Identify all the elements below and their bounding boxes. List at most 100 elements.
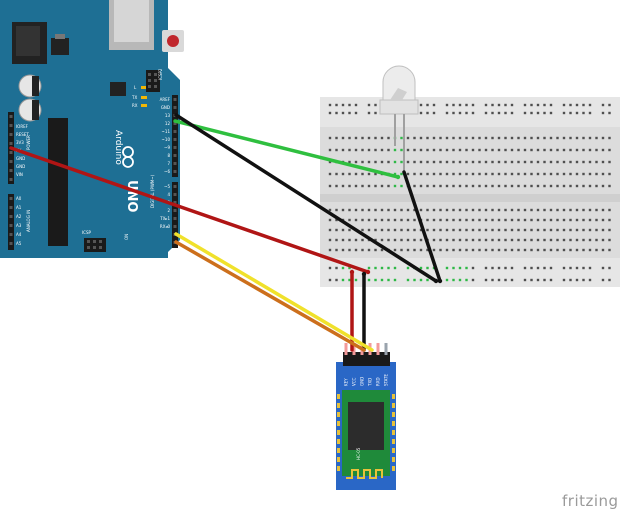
breadboard-hole <box>575 160 579 164</box>
breadboard-hole <box>419 103 423 107</box>
breadboard-hole <box>484 172 488 176</box>
breadboard-hole <box>452 136 455 140</box>
breadboard-hole <box>328 266 332 270</box>
breadboard-hole <box>432 103 436 107</box>
breadboard-hole <box>419 266 423 270</box>
header-pin <box>9 206 13 209</box>
breadboard-hole <box>361 136 364 140</box>
breadboard-hole <box>530 184 533 188</box>
module-pad <box>337 466 340 471</box>
breadboard-hole <box>549 266 553 270</box>
breadboard-hole <box>348 228 351 232</box>
breadboard-hole <box>588 160 592 164</box>
breadboard-hole <box>549 184 553 188</box>
header-pin <box>9 133 13 136</box>
module-pin <box>376 343 380 355</box>
breadboard-hole <box>406 248 410 252</box>
breadboard-hole <box>530 208 533 212</box>
breadboard-hole <box>601 172 605 176</box>
breadboard-hole <box>543 218 546 222</box>
module-pad <box>337 412 340 417</box>
breadboard-hole <box>595 136 598 140</box>
breadboard-hole <box>549 218 553 222</box>
header-pin <box>9 224 13 227</box>
breadboard-hole <box>341 136 345 140</box>
breadboard-hole <box>426 148 429 152</box>
breadboard-hole <box>387 228 390 232</box>
breadboard-hole <box>523 148 527 152</box>
wire-black-gnd <box>174 113 438 283</box>
module-pad <box>392 394 395 399</box>
breadboard-hole <box>601 238 605 242</box>
breadboard-hole <box>445 160 449 164</box>
breadboard-hole <box>510 184 514 188</box>
breadboard-hole <box>556 148 559 152</box>
breadboard-hole <box>510 172 514 176</box>
header-pin <box>173 209 177 212</box>
arduino-infinity-logo <box>122 146 134 168</box>
breadboard-hole <box>582 228 585 232</box>
breadboard-hole <box>445 111 449 115</box>
breadboard-hole <box>562 218 566 222</box>
breadboard-hole <box>361 228 364 232</box>
power-pin-label: RESET <box>16 132 29 137</box>
breadboard-hole <box>354 184 358 188</box>
breadboard-hole <box>439 184 442 188</box>
breadboard-hole <box>588 266 592 270</box>
breadboard-hole <box>523 136 527 140</box>
breadboard-hole <box>426 278 429 282</box>
breadboard-hole <box>445 228 449 232</box>
breadboard-hole <box>543 111 546 115</box>
breadboard-hole <box>458 172 462 176</box>
breadboard-hole <box>328 184 332 188</box>
breadboard-hole <box>510 266 514 270</box>
breadboard-hole <box>608 248 611 252</box>
breadboard-hole <box>445 103 449 107</box>
breadboard-hole <box>361 248 364 252</box>
breadboard-hole <box>601 148 605 152</box>
breadboard-hole <box>465 160 468 164</box>
breadboard-hole <box>419 148 423 152</box>
breadboard-hole <box>354 136 358 140</box>
breadboard-hole <box>549 228 553 232</box>
breadboard-hole <box>452 172 455 176</box>
breadboard-hole <box>523 238 527 242</box>
power-pin-label: GND <box>16 156 25 161</box>
breadboard-hole <box>387 136 390 140</box>
breadboard-hole <box>413 208 416 212</box>
breadboard-hole <box>328 160 332 164</box>
breadboard-hole <box>387 208 390 212</box>
breadboard-hole <box>569 103 572 107</box>
analog-pin-label: A1 <box>16 205 22 210</box>
analog-pin-label: A2 <box>16 214 22 219</box>
breadboard-hole <box>419 278 423 282</box>
breadboard-hole <box>367 278 371 282</box>
header-pin <box>9 169 13 172</box>
breadboard-hole <box>452 208 455 212</box>
breadboard-hole <box>478 184 481 188</box>
breadboard-hole <box>419 111 423 115</box>
module-pin <box>344 343 348 355</box>
breadboard-hole <box>562 160 566 164</box>
breadboard-hole <box>406 228 410 232</box>
breadboard-hole <box>348 136 351 140</box>
breadboard-hole <box>562 238 566 242</box>
breadboard-hole <box>491 228 494 232</box>
breadboard-hole <box>562 208 566 212</box>
breadboard-hole <box>374 208 377 212</box>
breadboard-hole <box>354 218 358 222</box>
breadboard-hole <box>523 160 527 164</box>
breadboard-hole <box>575 172 579 176</box>
breadboard-hole <box>328 148 332 152</box>
breadboard-hole <box>335 208 338 212</box>
breadboard-hole <box>497 111 501 115</box>
wire-end <box>433 278 439 284</box>
breadboard-hole <box>549 103 553 107</box>
breadboard-hole <box>595 238 598 242</box>
breadboard-hole <box>458 148 462 152</box>
breadboard-hole <box>393 160 397 164</box>
breadboard-hole <box>413 248 416 252</box>
breadboard-hole <box>413 160 416 164</box>
breadboard-hole <box>458 238 462 242</box>
breadboard-hole <box>458 111 462 115</box>
